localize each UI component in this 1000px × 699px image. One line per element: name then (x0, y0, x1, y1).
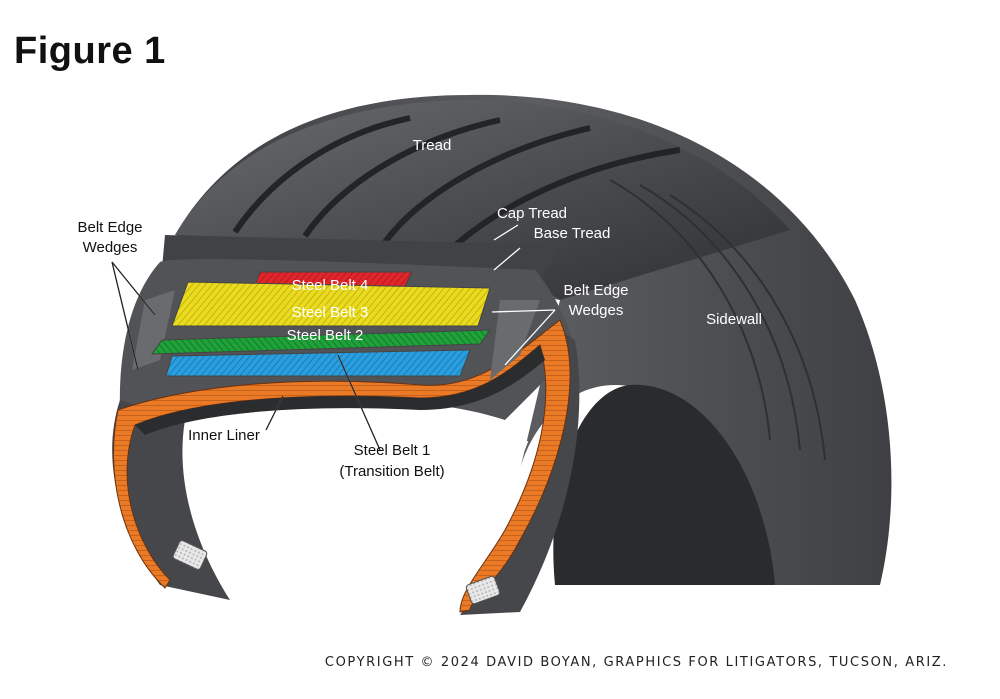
belt-edge-wedge-right (490, 300, 540, 380)
label-steel-belt-3: Steel Belt 3 (292, 304, 369, 321)
right-bead (465, 575, 501, 605)
leader-line (111, 261, 156, 316)
leader-line (493, 224, 519, 241)
tire-inner-hole (553, 384, 775, 585)
steel-belt-1 (165, 349, 471, 377)
belt-edge-wedge-left (132, 290, 175, 370)
label-belt-edge-wedges-right: Wedges (569, 302, 624, 319)
label-sidewall: Sidewall (706, 311, 762, 328)
inner-liner (135, 345, 545, 435)
label-steel-belt-4: Steel Belt 4 (292, 277, 369, 294)
figure-title: Figure 1 (14, 30, 166, 72)
label-steel-belt-1: (Transition Belt) (339, 463, 444, 480)
leader-line (504, 309, 556, 366)
left-bead (172, 540, 208, 570)
label-belt-edge-wedges-left: Belt Edge (77, 219, 142, 236)
tread-groove (232, 115, 411, 234)
label-cap-tread: Cap Tread (497, 205, 567, 222)
leader-line (265, 395, 284, 431)
label-body-ply: Body (496, 417, 531, 434)
copyright-notice: COPYRIGHT © 2024 DAVID BOYAN, GRAPHICS F… (324, 655, 948, 670)
sidewall-rib (669, 194, 826, 461)
label-body-ply: Ply (508, 436, 529, 453)
label-belt-edge-wedges-left: Wedges (83, 239, 138, 256)
right-sidewall-section (460, 330, 580, 615)
label-belt-edge-wedges-right: Belt Edge (563, 282, 628, 299)
tread-groove (302, 117, 501, 238)
leader-line (493, 247, 521, 271)
label-base-tread: Base Tread (534, 225, 611, 242)
tread-groove (447, 147, 681, 253)
leader-line (491, 309, 556, 313)
label-steel-belt-2: Steel Belt 2 (287, 327, 364, 344)
sidewall-rib (639, 184, 801, 451)
steel-belt-3 (171, 281, 491, 327)
label-tread: Tread (413, 137, 452, 154)
label-inner-liner: Inner Liner (188, 427, 260, 444)
leader-line (111, 261, 139, 371)
tread-groove (382, 125, 591, 244)
steel-belt-2 (151, 329, 491, 355)
label-steel-belt-1: Steel Belt 1 (354, 442, 431, 459)
sidewall-rib (609, 179, 771, 441)
leader-line (337, 354, 381, 451)
